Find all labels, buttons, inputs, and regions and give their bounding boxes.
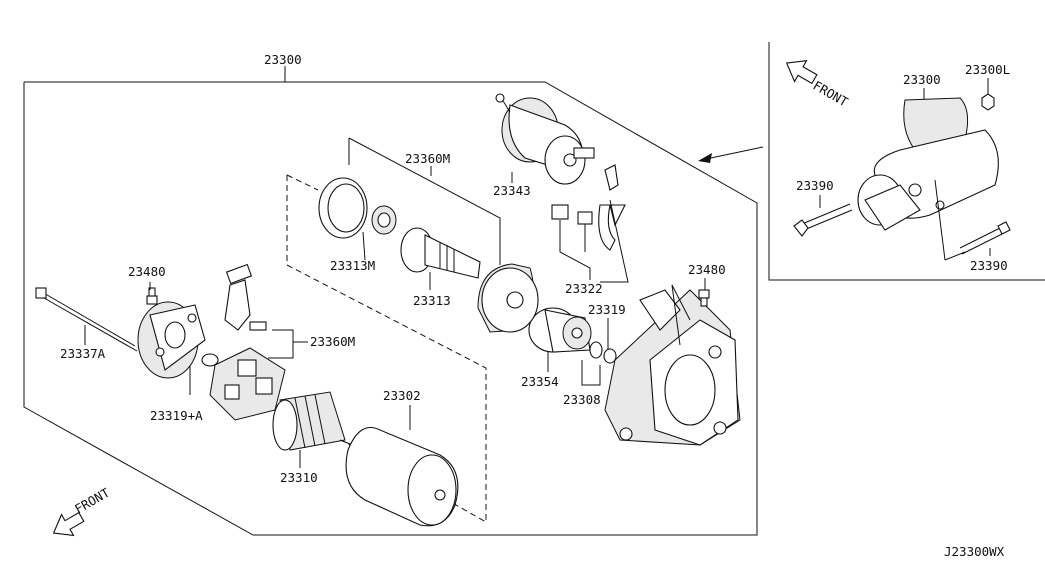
label-through-bolt: 23337A bbox=[60, 346, 106, 361]
label-bracket-set: 23360M bbox=[310, 334, 355, 349]
through-bolt bbox=[35, 287, 138, 352]
label-assembly: 23300 bbox=[264, 52, 302, 67]
inset-bolt-right-icon bbox=[959, 221, 1011, 255]
front-label-inset: FRONT bbox=[811, 78, 851, 110]
main-frame bbox=[23, 66, 758, 536]
front-bolt-icon bbox=[698, 289, 710, 307]
planetary-shaft bbox=[400, 227, 481, 279]
label-lever-set: 23322 bbox=[565, 281, 603, 296]
overrunning-clutch bbox=[528, 307, 592, 353]
brush-bracket bbox=[224, 263, 267, 331]
inset-pointer-arrow bbox=[698, 146, 764, 163]
front-label-main: FRONT bbox=[72, 485, 112, 517]
front-arrow-icon bbox=[52, 511, 85, 537]
inset-label-nut: 23300L bbox=[965, 62, 1010, 77]
gear-set-box bbox=[348, 137, 501, 265]
inset-bolt-left-icon bbox=[793, 203, 853, 237]
label-stop-ring: 23308 bbox=[563, 392, 601, 407]
yoke bbox=[345, 426, 459, 527]
label-armature: 23310 bbox=[280, 470, 318, 485]
inset-frame bbox=[768, 42, 1045, 281]
label-bolt-front: 23480 bbox=[688, 262, 726, 277]
label-yoke: 23302 bbox=[383, 388, 421, 403]
dashed-subassembly-box bbox=[286, 174, 487, 523]
armature bbox=[272, 391, 356, 451]
solenoid-switch bbox=[495, 93, 595, 185]
shift-lever bbox=[551, 164, 626, 251]
label-clutch: 23354 bbox=[521, 374, 559, 389]
front-housing bbox=[604, 289, 741, 446]
gear-housing bbox=[477, 263, 539, 333]
label-solenoid: 23343 bbox=[493, 183, 531, 198]
label-bolt-rear: 23480 bbox=[128, 264, 166, 279]
inset-front-arrow-icon bbox=[785, 60, 818, 85]
inset-label-bolt-right: 23390 bbox=[970, 258, 1008, 273]
inset-starter-assembly bbox=[857, 97, 999, 231]
label-bushing: 23319 bbox=[588, 302, 626, 317]
rear-bolt-icon bbox=[146, 287, 158, 305]
label-pinion-gear: 23313M bbox=[330, 258, 375, 273]
label-gear-set: 23360M bbox=[405, 151, 450, 166]
inset-label-bolt-left: 23390 bbox=[796, 178, 834, 193]
pinion-gear bbox=[371, 205, 397, 235]
brush-holder bbox=[201, 347, 286, 421]
diagram-code: J23300WX bbox=[944, 544, 1005, 559]
rear-cover bbox=[137, 301, 206, 379]
label-brush-holder: 23319+A bbox=[150, 408, 203, 423]
inset-label-assembly: 23300 bbox=[903, 72, 941, 87]
stop-ring bbox=[589, 341, 617, 364]
internal-gear-ring bbox=[318, 177, 368, 239]
label-shaft: 23313 bbox=[413, 293, 451, 308]
inset-nut-icon bbox=[981, 93, 995, 111]
